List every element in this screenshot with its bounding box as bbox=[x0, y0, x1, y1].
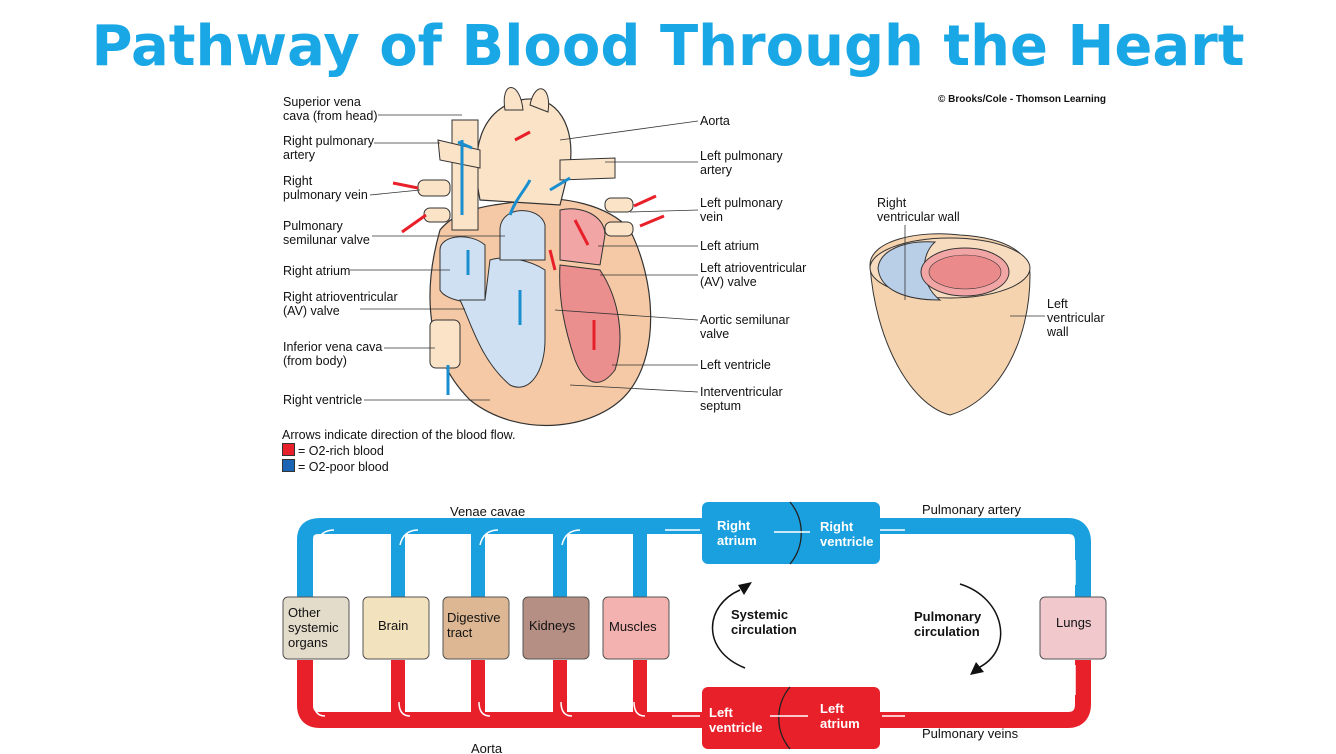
label-rvw-1: Right bbox=[877, 196, 907, 210]
label-asv-2: valve bbox=[700, 327, 729, 341]
label-lvw-2: ventricular bbox=[1047, 311, 1105, 325]
heart-right-labels: Aorta Left pulmonary artery Left pulmona… bbox=[700, 114, 806, 413]
left-atrium-label-2: atrium bbox=[820, 716, 860, 731]
organ-muscles-label: Muscles bbox=[609, 619, 657, 634]
pulmonary-label-1: Pulmonary bbox=[914, 609, 982, 624]
legend-rich: = O2-rich blood bbox=[282, 443, 515, 459]
label-ivs-1: Interventricular bbox=[700, 385, 783, 399]
rich-swatch bbox=[282, 443, 295, 456]
poor-swatch bbox=[282, 459, 295, 472]
label-lvw-3: wall bbox=[1046, 325, 1069, 339]
organ-digestive-label-1: Digestive bbox=[447, 610, 500, 625]
label-ivc-1: Inferior vena cava bbox=[283, 340, 382, 354]
left-atrium-label-1: Left bbox=[820, 701, 845, 716]
label-aorta: Aorta bbox=[700, 114, 730, 128]
superior-vena-cava bbox=[451, 119, 479, 231]
legend: Arrows indicate direction of the blood f… bbox=[282, 428, 515, 475]
blue-vessel-top bbox=[297, 518, 1091, 600]
left-ventricle-label-2: ventricle bbox=[709, 720, 762, 735]
venae-cavae-label: Venae cavae bbox=[450, 504, 525, 519]
heart-left-labels: Superior vena cava (from head) Right pul… bbox=[283, 95, 398, 407]
inferior-vena-cava bbox=[429, 319, 461, 369]
circulation-diagram: Right atrium Right ventricle Left ventri… bbox=[282, 501, 1107, 754]
organ-other-label-1: Other bbox=[288, 605, 321, 620]
organ-other-label-3: organs bbox=[288, 635, 328, 650]
label-ra: Right atrium bbox=[283, 264, 350, 278]
label-svc-1: Superior vena bbox=[283, 95, 361, 109]
label-lpa-1: Left pulmonary bbox=[700, 149, 783, 163]
label-rpv-1: Right bbox=[283, 174, 313, 188]
label-lv: Left ventricle bbox=[700, 358, 771, 372]
label-rav-1: Right atrioventricular bbox=[283, 290, 398, 304]
label-ivs-2: septum bbox=[700, 399, 741, 413]
systemic-label-1: Systemic bbox=[731, 607, 788, 622]
aorta-label: Aorta bbox=[471, 741, 503, 754]
right-ventricle-label-2: ventricle bbox=[820, 534, 873, 549]
legend-rich-text: = O2-rich blood bbox=[298, 444, 384, 458]
organ-brain-label: Brain bbox=[378, 618, 408, 633]
left-ventricle-chamber bbox=[559, 264, 621, 383]
organ-other-label-2: systemic bbox=[288, 620, 339, 635]
label-rpa-2: artery bbox=[283, 148, 316, 162]
pulmonary-artery-label: Pulmonary artery bbox=[922, 502, 1021, 517]
left-ventricle-label-1: Left bbox=[709, 705, 734, 720]
organ-digestive-label-2: tract bbox=[447, 625, 473, 640]
label-lav-1: Left atrioventricular bbox=[700, 261, 806, 275]
legend-poor-text: = O2-poor blood bbox=[298, 460, 389, 474]
label-lpa-2: artery bbox=[700, 163, 733, 177]
label-psv-1: Pulmonary bbox=[283, 219, 343, 233]
red-vessel-bottom bbox=[297, 660, 1091, 728]
right-atrium-label-1: Right bbox=[717, 518, 751, 533]
label-svc-2: cava (from head) bbox=[283, 109, 377, 123]
right-atrium-label-2: atrium bbox=[717, 533, 757, 548]
label-la: Left atrium bbox=[700, 239, 759, 253]
ventricle-cross-section: Right ventricular wall Left ventricular … bbox=[869, 196, 1105, 416]
right-atrium-chamber bbox=[439, 236, 486, 303]
organ-kidneys-label: Kidneys bbox=[529, 618, 576, 633]
label-rpv-2: pulmonary vein bbox=[283, 188, 368, 202]
systemic-label-2: circulation bbox=[731, 622, 797, 637]
pulmonary-label-2: circulation bbox=[914, 624, 980, 639]
copyright-credit: © Brooks/Cole - Thomson Learning bbox=[938, 94, 1106, 105]
page-title: Pathway of Blood Through the Heart bbox=[91, 14, 1245, 79]
label-rav-2: (AV) valve bbox=[283, 304, 340, 318]
heart-illustration: Superior vena cava (from head) Right pul… bbox=[283, 87, 806, 427]
label-psv-2: semilunar valve bbox=[283, 233, 370, 247]
pulmonary-veins-label: Pulmonary veins bbox=[922, 726, 1019, 741]
label-rv: Right ventricle bbox=[283, 393, 362, 407]
label-rvw-2: ventricular wall bbox=[877, 210, 960, 224]
label-ivc-2: (from body) bbox=[283, 354, 347, 368]
right-heart-box bbox=[702, 502, 880, 564]
legend-caption: Arrows indicate direction of the blood f… bbox=[282, 428, 516, 442]
label-lpv-2: vein bbox=[700, 210, 723, 224]
legend-poor: = O2-poor blood bbox=[282, 459, 515, 475]
label-lvw-1: Left bbox=[1047, 297, 1068, 311]
label-asv-1: Aortic semilunar bbox=[700, 313, 790, 327]
right-ventricle-label-1: Right bbox=[820, 519, 854, 534]
left-heart-box bbox=[702, 687, 880, 749]
label-rpa-1: Right pulmonary bbox=[283, 134, 375, 148]
label-lpv-1: Left pulmonary bbox=[700, 196, 783, 210]
label-lav-2: (AV) valve bbox=[700, 275, 757, 289]
lungs-label: Lungs bbox=[1056, 615, 1092, 630]
